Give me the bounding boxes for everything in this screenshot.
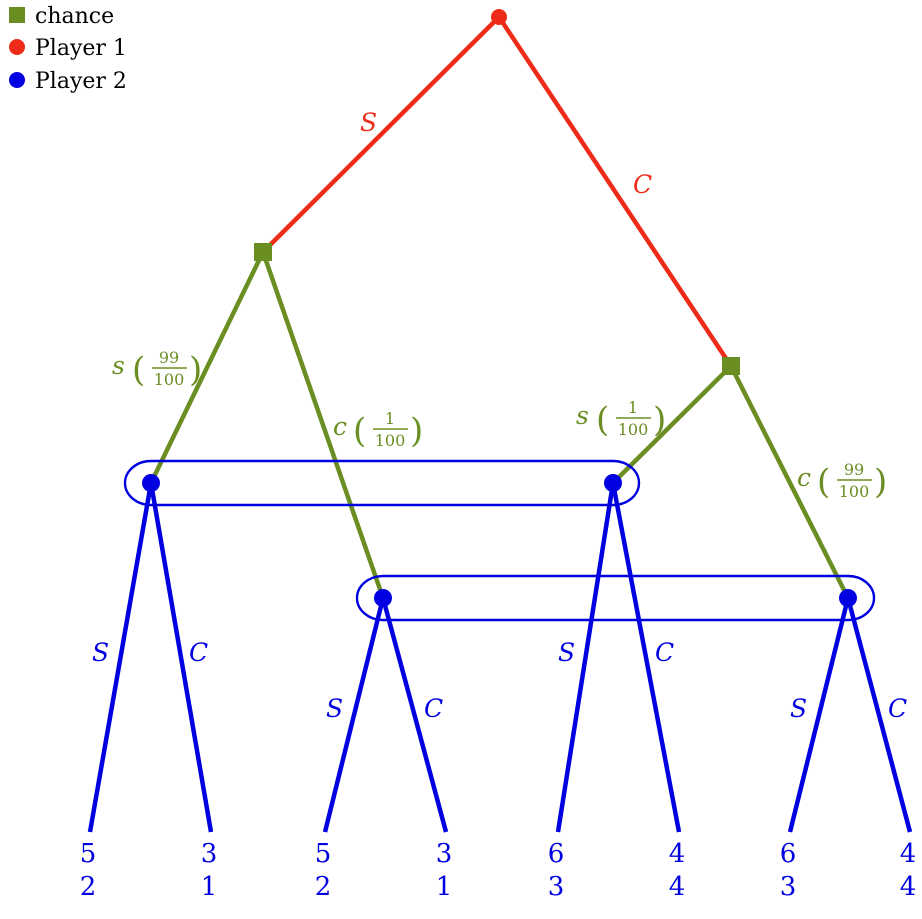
edge-root-to-chance-right bbox=[497, 15, 733, 368]
node-p2-c[interactable] bbox=[374, 589, 392, 607]
paren-close: ) bbox=[410, 411, 423, 451]
info-set-upper bbox=[123, 459, 641, 507]
edge-label-chance-right-c: c ( 99 100 ) bbox=[797, 460, 887, 502]
paren-open: ( bbox=[817, 462, 830, 502]
payoff-p1-leaf-4: 3 bbox=[436, 839, 453, 869]
paren-open: ( bbox=[353, 411, 366, 451]
payoff-p2-leaf-3: 2 bbox=[315, 872, 332, 902]
payoff-p1-leaf-6: 4 bbox=[669, 839, 686, 869]
node-chance-left[interactable] bbox=[254, 243, 272, 261]
edge-chance-right-to-p2d bbox=[728, 364, 851, 600]
node-chance-right[interactable] bbox=[722, 357, 740, 375]
legend-chance-square-marker bbox=[9, 7, 25, 23]
paren-close: ) bbox=[874, 462, 887, 502]
edge-root-to-chance-left bbox=[261, 15, 501, 254]
payoff-p2-leaf-8: 4 bbox=[900, 872, 917, 902]
fraction-numerator: 1 bbox=[628, 398, 638, 417]
fraction-denominator: 100 bbox=[618, 420, 649, 439]
info-set-lower bbox=[355, 574, 876, 622]
payoff-p2-leaf-6: 4 bbox=[669, 872, 686, 902]
chance-left-c-letter: c bbox=[333, 412, 347, 441]
edge-p2b-C bbox=[610, 482, 682, 833]
edge-label-p2a-S: S bbox=[92, 638, 109, 667]
chance-left-s-letter: s bbox=[112, 351, 125, 380]
legend-label-player2: Player 2 bbox=[35, 69, 127, 94]
edge-p2a-C bbox=[148, 482, 214, 833]
edge-chance-left-to-p2c bbox=[260, 251, 386, 599]
edge-label-p2d-C: C bbox=[888, 694, 907, 723]
edge-p2a-S bbox=[87, 482, 154, 833]
paren-open: ( bbox=[596, 400, 609, 440]
legend: chance Player 1 Player 2 bbox=[9, 4, 127, 94]
edge-p2d-S bbox=[787, 597, 851, 833]
fraction-denominator: 100 bbox=[154, 370, 185, 389]
edge-chance-left-to-p2a bbox=[148, 251, 266, 484]
payoff-p2-leaf-5: 3 bbox=[548, 872, 565, 902]
payoff-p2-leaf-7: 3 bbox=[780, 872, 797, 902]
node-p2-d[interactable] bbox=[839, 589, 857, 607]
edge-label-p2a-C: C bbox=[189, 638, 208, 667]
payoff-p2-leaf-2: 1 bbox=[201, 872, 218, 902]
payoff-p1-leaf-5: 6 bbox=[548, 839, 565, 869]
node-layer bbox=[142, 9, 857, 607]
information-set-layer bbox=[123, 459, 876, 622]
fraction-numerator: 1 bbox=[385, 409, 395, 428]
edge-label-chance-left-c: c ( 1 100 ) bbox=[333, 409, 423, 451]
legend-player1-circle-marker bbox=[9, 39, 25, 55]
edge-label-layer: S C s ( 99 100 ) c ( 1 100 ) bbox=[92, 108, 907, 723]
fraction-numerator: 99 bbox=[844, 460, 864, 479]
chance-right-s-letter: s bbox=[576, 401, 589, 430]
node-p2-b[interactable] bbox=[604, 474, 622, 492]
node-root-player1[interactable] bbox=[491, 9, 507, 25]
edge-label-p2c-C: C bbox=[424, 694, 443, 723]
payoff-p2-leaf-4: 1 bbox=[436, 872, 453, 902]
edge-p2b-S bbox=[555, 482, 616, 833]
payoff-p1-leaf-3: 5 bbox=[315, 839, 332, 869]
edge-layer bbox=[87, 15, 913, 833]
payoff-p1-leaf-2: 3 bbox=[201, 839, 218, 869]
fraction-numerator: 99 bbox=[159, 348, 179, 367]
edge-label-p2b-S: S bbox=[558, 638, 575, 667]
legend-label-chance: chance bbox=[35, 4, 114, 29]
payoff-p2-leaf-1: 2 bbox=[80, 872, 97, 902]
legend-label-player1: Player 1 bbox=[35, 36, 127, 61]
edge-label-p2b-C: C bbox=[655, 638, 674, 667]
payoff-p1-leaf-1: 5 bbox=[80, 839, 97, 869]
edge-label-p2d-S: S bbox=[790, 694, 807, 723]
payoff-p1-leaf-7: 6 bbox=[780, 839, 797, 869]
edge-label-chance-right-s: s ( 1 100 ) bbox=[576, 398, 666, 440]
paren-close: ) bbox=[189, 350, 202, 390]
paren-close: ) bbox=[653, 400, 666, 440]
fraction-denominator: 100 bbox=[839, 482, 870, 501]
edge-label-chance-left-s: s ( 99 100 ) bbox=[112, 348, 202, 390]
node-p2-a[interactable] bbox=[142, 474, 160, 492]
fraction-denominator: 100 bbox=[375, 431, 406, 450]
edge-label-root-C: C bbox=[633, 170, 652, 199]
paren-open: ( bbox=[132, 350, 145, 390]
edge-p2c-C bbox=[380, 597, 449, 833]
payoff-p1-leaf-8: 4 bbox=[900, 839, 917, 869]
edge-label-p2c-S: S bbox=[326, 694, 343, 723]
chance-right-c-letter: c bbox=[797, 463, 811, 492]
legend-player2-circle-marker bbox=[9, 72, 25, 88]
payoff-layer: 5 2 3 1 5 2 3 1 6 3 4 4 6 3 4 4 bbox=[80, 839, 917, 902]
edge-label-root-S: S bbox=[360, 108, 377, 137]
edge-p2d-C bbox=[845, 597, 913, 833]
edge-chance-right-to-p2b bbox=[611, 364, 733, 485]
edge-p2c-S bbox=[322, 597, 386, 833]
